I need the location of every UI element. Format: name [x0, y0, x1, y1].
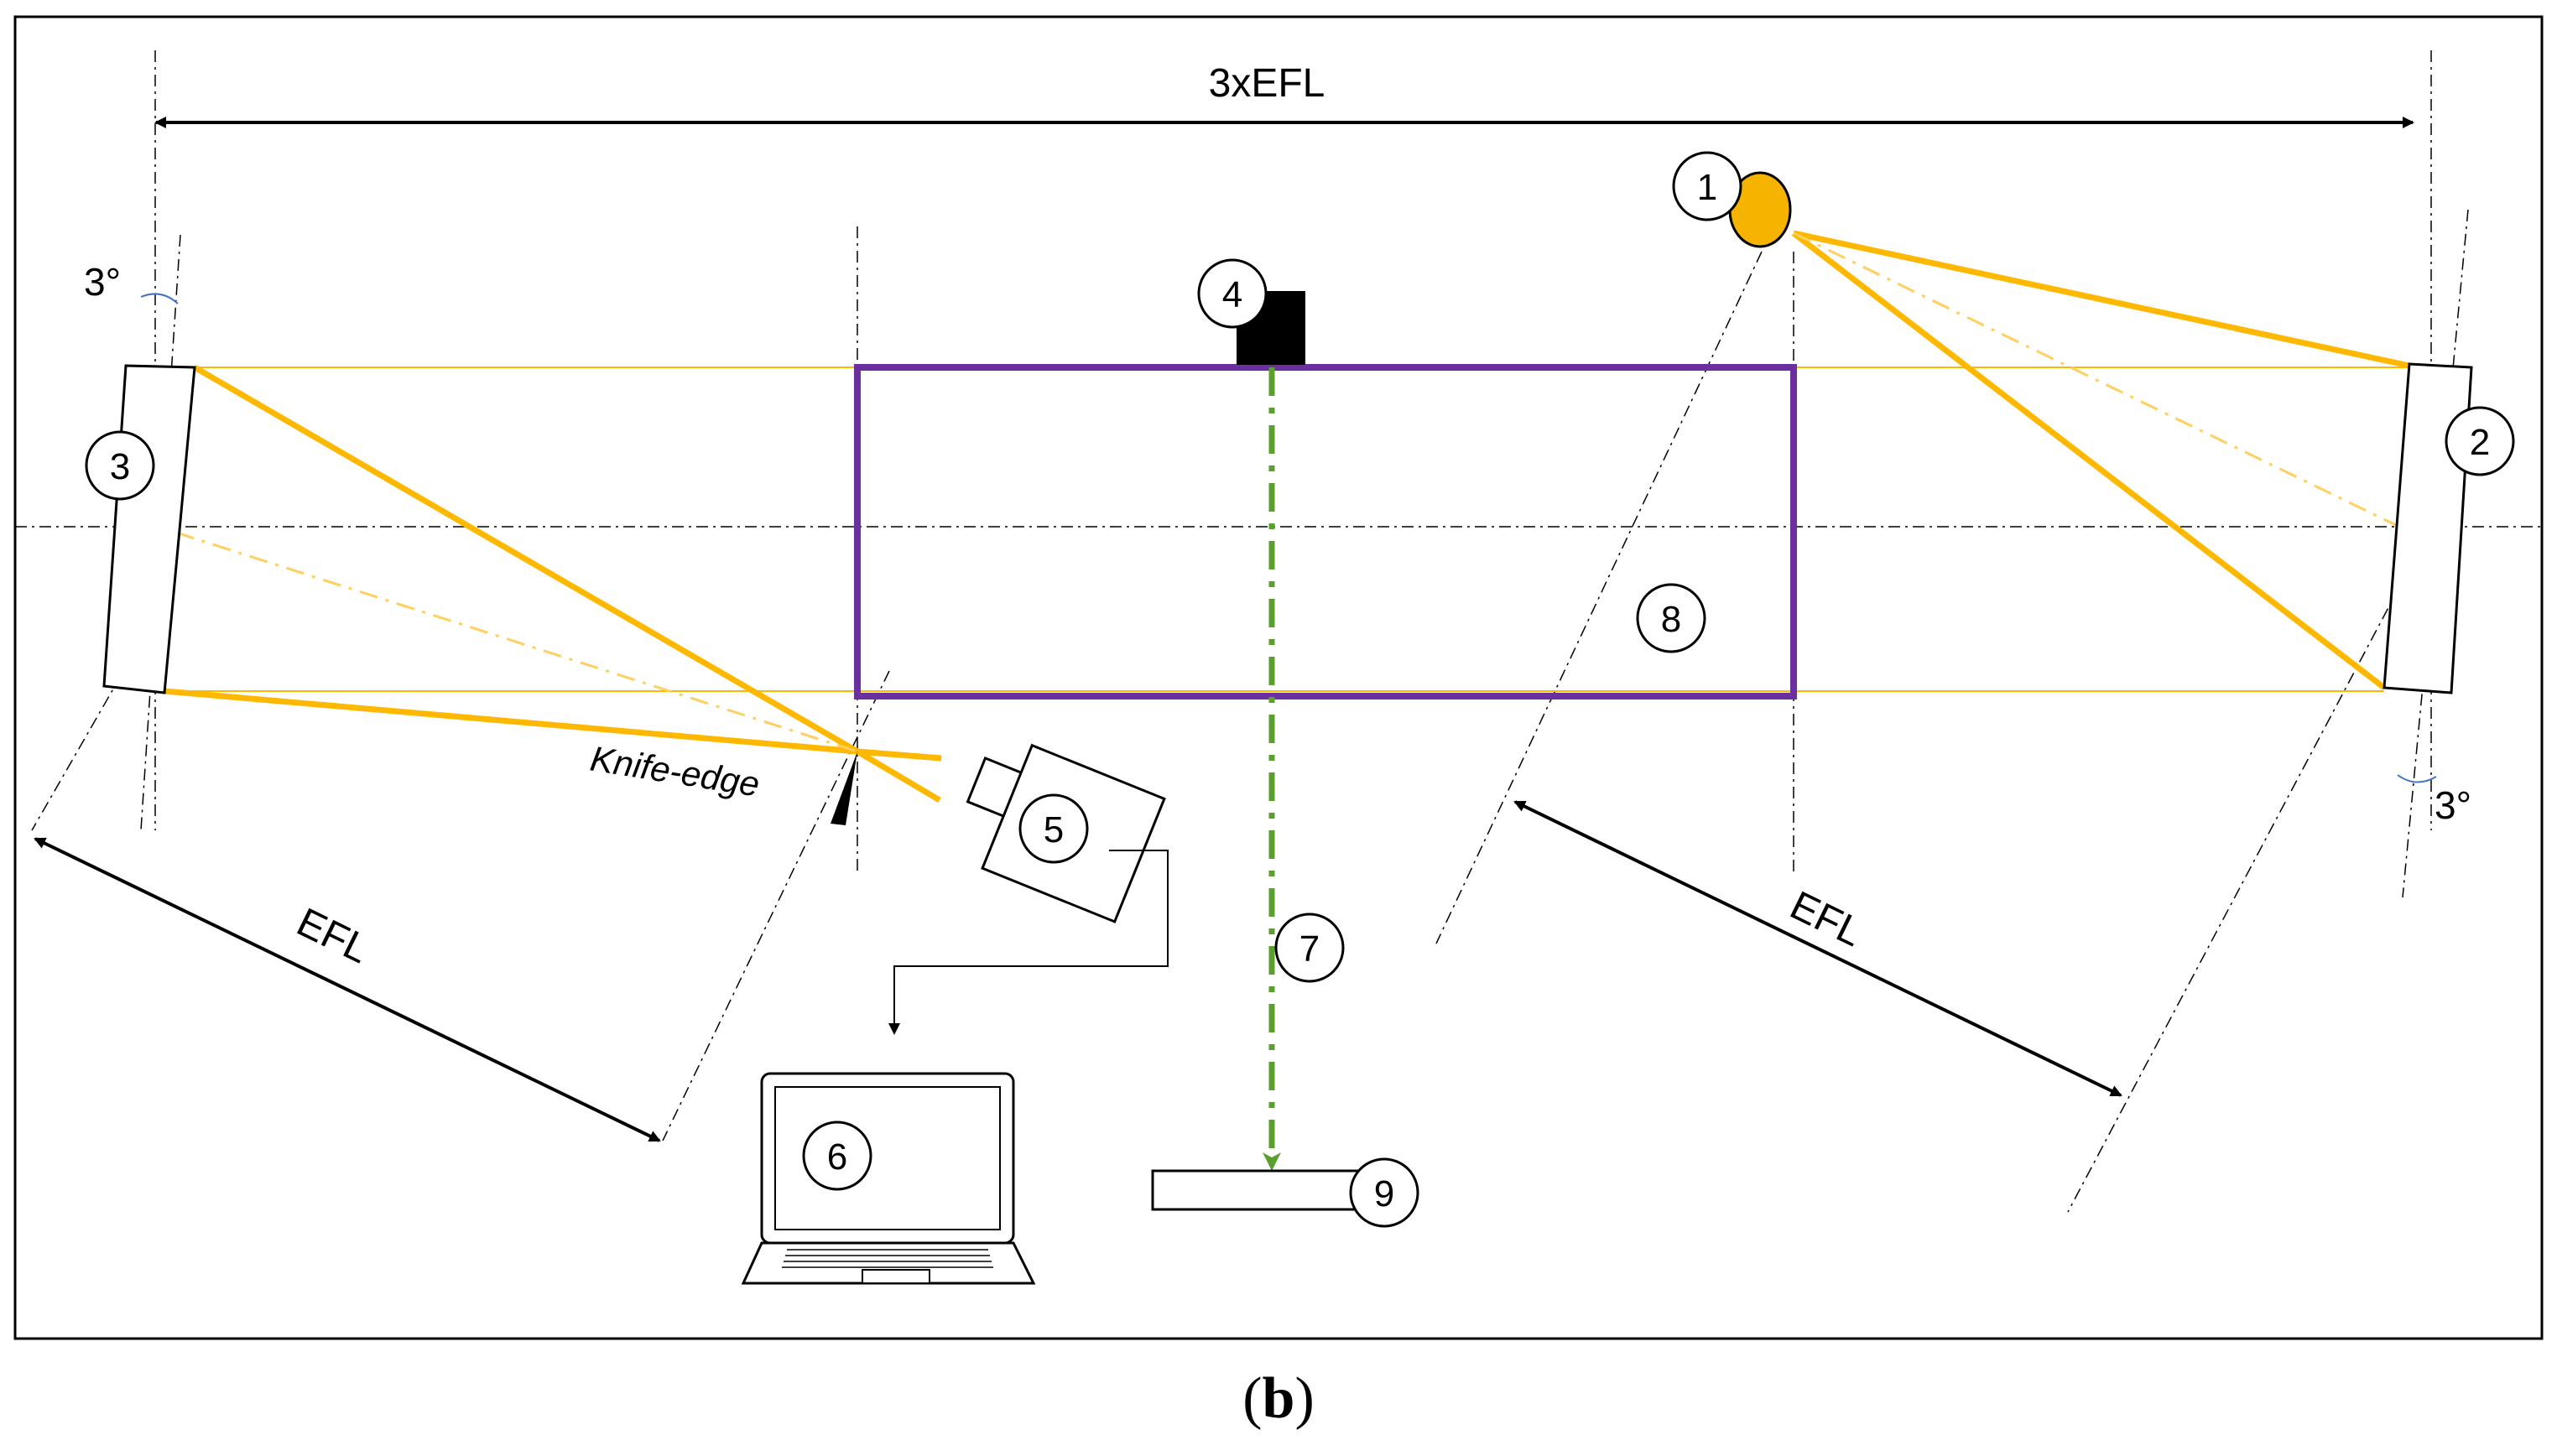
focusing-beam: [164, 364, 942, 803]
angle-arc-right: [2397, 774, 2437, 783]
callout-6-label: 6: [827, 1136, 847, 1178]
camera-cable: [888, 850, 1169, 1035]
knife-edge-label: Knife-edge: [588, 738, 763, 803]
3xefl-label: 3xEFL: [1209, 61, 1325, 106]
knife-edge: [831, 751, 857, 825]
source-beam: [1791, 230, 2410, 690]
callout-4: 4: [1197, 258, 1268, 329]
callout-1: 1: [1672, 151, 1742, 221]
angle-label-right: 3°: [2435, 783, 2471, 827]
focusing-beam-lower: [164, 688, 858, 755]
callout-3: 3: [85, 430, 155, 501]
laptop-trackpad: [862, 1269, 930, 1284]
efl-left-ext-1: [31, 590, 170, 831]
collimated-beam: [164, 367, 2409, 692]
efl-right-ext-2: [2067, 586, 2400, 1213]
mirror-3: [102, 364, 196, 694]
camera-beam-lower: [856, 748, 941, 803]
source-beam-axis: [1793, 231, 2400, 528]
callout-7: 7: [1274, 913, 1345, 983]
callout-5-label: 5: [1044, 809, 1064, 850]
focusing-beam-upper: [193, 364, 859, 755]
callout-5: 5: [1018, 793, 1089, 864]
camera-beam-upper: [857, 748, 942, 762]
figure-caption: (b): [1242, 1366, 1315, 1431]
laptop-keyboard: [782, 1249, 993, 1268]
test-section: [854, 364, 1797, 699]
construction-lines: [15, 50, 2542, 1213]
efl-right-label: EFL: [1784, 883, 1869, 955]
laptop: [741, 1072, 1036, 1285]
source-beam-lower: [1791, 231, 2387, 690]
efl-left-ext-2: [662, 670, 890, 1141]
laptop-base: [741, 1241, 1036, 1285]
angle-arc-left: [140, 293, 179, 304]
callout-9: 9: [1349, 1157, 1419, 1228]
callout-4-label: 4: [1222, 274, 1242, 315]
efl-left-arrow: [34, 837, 661, 1142]
angle-label-left: 3°: [84, 260, 121, 304]
efl-right-arrow: [1513, 800, 2122, 1097]
source-beam-upper: [1793, 230, 2410, 369]
callout-6: 6: [802, 1121, 872, 1191]
callout-1-label: 1: [1697, 167, 1717, 208]
callout-8: 8: [1636, 583, 1706, 653]
callout-9-label: 9: [1374, 1173, 1394, 1214]
diagram-frame: [13, 15, 2544, 1340]
callout-3-label: 3: [110, 446, 130, 487]
callout-7-label: 7: [1299, 928, 1320, 970]
efl-left-label: EFL: [290, 900, 376, 972]
efl-right-ext-1: [1435, 251, 1763, 944]
focusing-beam-axis: [175, 531, 858, 753]
mirror-2: [2383, 362, 2473, 694]
callout-2-label: 2: [2470, 422, 2490, 463]
callout-2: 2: [2445, 406, 2515, 476]
callout-8-label: 8: [1661, 599, 1681, 640]
